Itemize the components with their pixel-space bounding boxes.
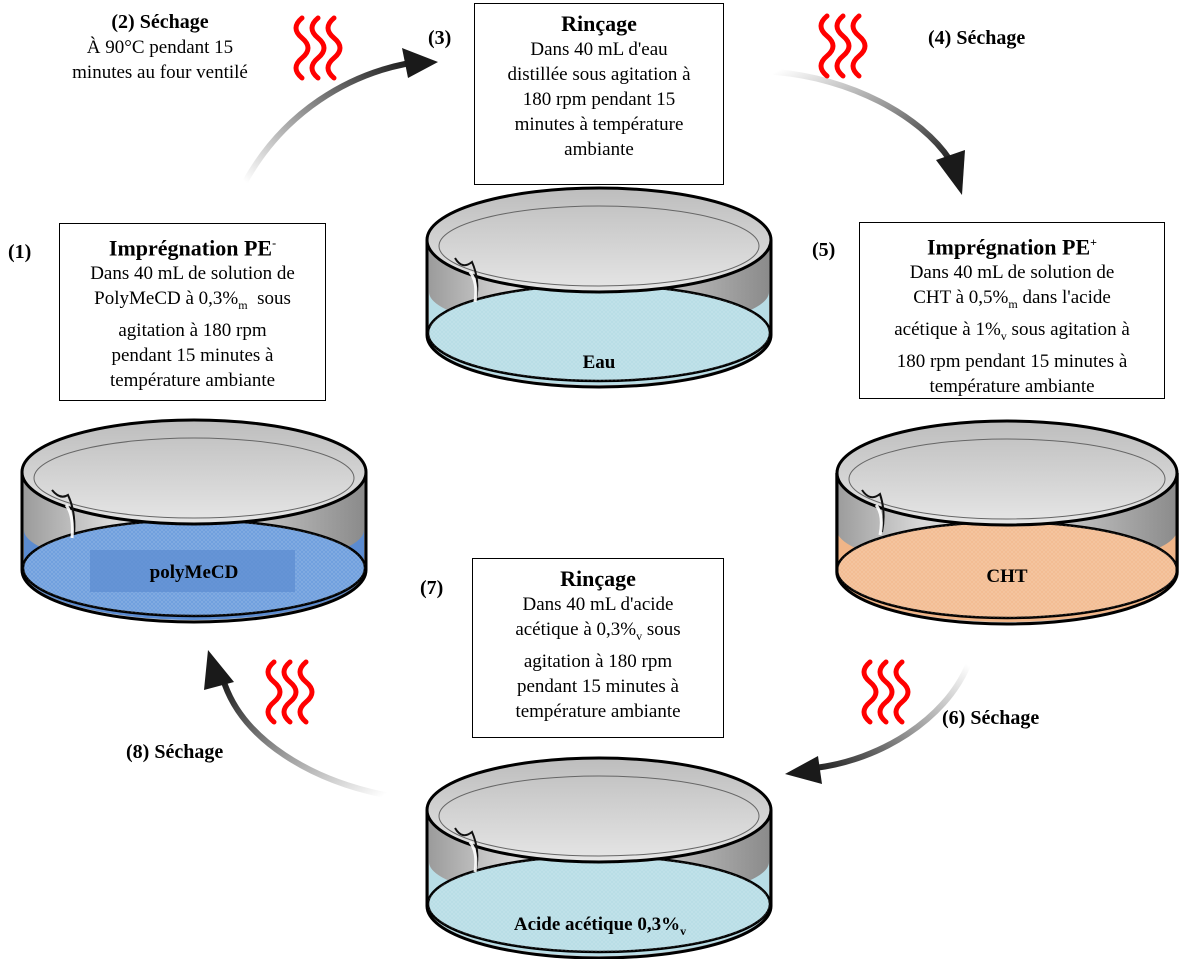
curved-arrow-icon xyxy=(204,650,388,798)
petri-dish-polymecd xyxy=(20,418,368,624)
step-5-line-3: acétique à 1%v sous agitation à xyxy=(894,319,1130,343)
step-1-line-1: Dans 40 mL de solution de xyxy=(90,263,295,285)
heat-waves-icon xyxy=(293,15,343,81)
step-7-line-2: acétique à 0,3%v sous xyxy=(515,619,681,643)
step-1-impregnation-box: Imprégnation PE- Dans 40 mL de solution … xyxy=(59,223,326,401)
step-6-drying-label: (6) Séchage xyxy=(942,707,1040,729)
step-1-title: Imprégnation PE- xyxy=(108,235,277,261)
petri-dish-cht xyxy=(835,419,1179,626)
step-1-number: (1) xyxy=(8,241,32,263)
step-1-line-5: température ambiante xyxy=(109,370,276,392)
dish-label-eau: Eau xyxy=(582,352,616,373)
petri-dish-acide-acetique xyxy=(425,756,773,959)
step-3-line-2: distillée sous agitation à xyxy=(507,64,691,85)
step-7-line-1: Dans 40 mL d'acide xyxy=(522,594,674,615)
step-7-line-5: température ambiante xyxy=(515,700,681,722)
curved-arrow-icon xyxy=(785,662,971,784)
step-7-number: (7) xyxy=(420,577,444,599)
step-2-line-1: À 90°C pendant 15 xyxy=(86,37,234,58)
step-5-line-5: température ambiante xyxy=(929,375,1095,397)
step-1-line-2: PolyMeCD à 0,3%m sous xyxy=(94,288,291,313)
petri-dish-eau xyxy=(425,186,773,389)
step-5-line-1: Dans 40 mL de solution de xyxy=(909,262,1115,284)
step-7-rinsing-box: Rinçage Dans 40 mL d'acide acétique à 0,… xyxy=(472,558,724,738)
dish-label-polymecd: polyMeCD xyxy=(149,562,239,583)
step-1-line-4: pendant 15 minutes à xyxy=(111,345,274,367)
dish-label-acide-acetique: Acide acétique 0,3%v xyxy=(513,914,687,938)
step-2-line-2: minutes au four ventilé xyxy=(72,62,248,83)
curved-arrow-icon xyxy=(242,48,438,185)
step-5-title: Imprégnation PE+ xyxy=(926,234,1098,260)
step-5-line-2: CHT à 0,5%m dans l'acide xyxy=(913,287,1111,312)
step-3-rinsing-box: Rinçage Dans 40 mL d'eau distillée sous … xyxy=(474,3,724,185)
step-7-line-3: agitation à 180 rpm xyxy=(523,650,673,672)
step-3-line-1: Dans 40 mL d'eau xyxy=(530,39,668,60)
step-7-line-4: pendant 15 minutes à xyxy=(517,675,679,697)
curved-arrow-icon xyxy=(772,69,965,195)
step-1-line-3: agitation à 180 rpm xyxy=(118,320,267,342)
step-3-line-3: 180 rpm pendant 15 xyxy=(522,89,676,110)
step-3-title: Rinçage xyxy=(561,11,637,36)
step-2-drying-description: (2) Séchage À 90°C pendant 15 minutes au… xyxy=(40,10,280,85)
heat-waves-icon xyxy=(818,13,868,79)
step-2-title: (2) Séchage xyxy=(111,11,209,33)
dish-label-cht: CHT xyxy=(986,566,1028,587)
step-3-number: (3) xyxy=(428,27,452,49)
step-8-drying-label: (8) Séchage xyxy=(126,741,224,763)
step-5-number: (5) xyxy=(812,239,836,261)
step-3-line-4: minutes à température xyxy=(514,114,684,135)
step-5-line-4: 180 rpm pendant 15 minutes à xyxy=(896,350,1128,372)
heat-waves-icon xyxy=(861,659,911,725)
step-4-drying-label: (4) Séchage xyxy=(928,27,1026,49)
heat-waves-icon xyxy=(265,659,315,725)
step-5-impregnation-box: Imprégnation PE+ Dans 40 mL de solution … xyxy=(859,222,1165,399)
step-7-title: Rinçage xyxy=(560,566,636,591)
step-3-line-5: ambiante xyxy=(564,139,634,160)
